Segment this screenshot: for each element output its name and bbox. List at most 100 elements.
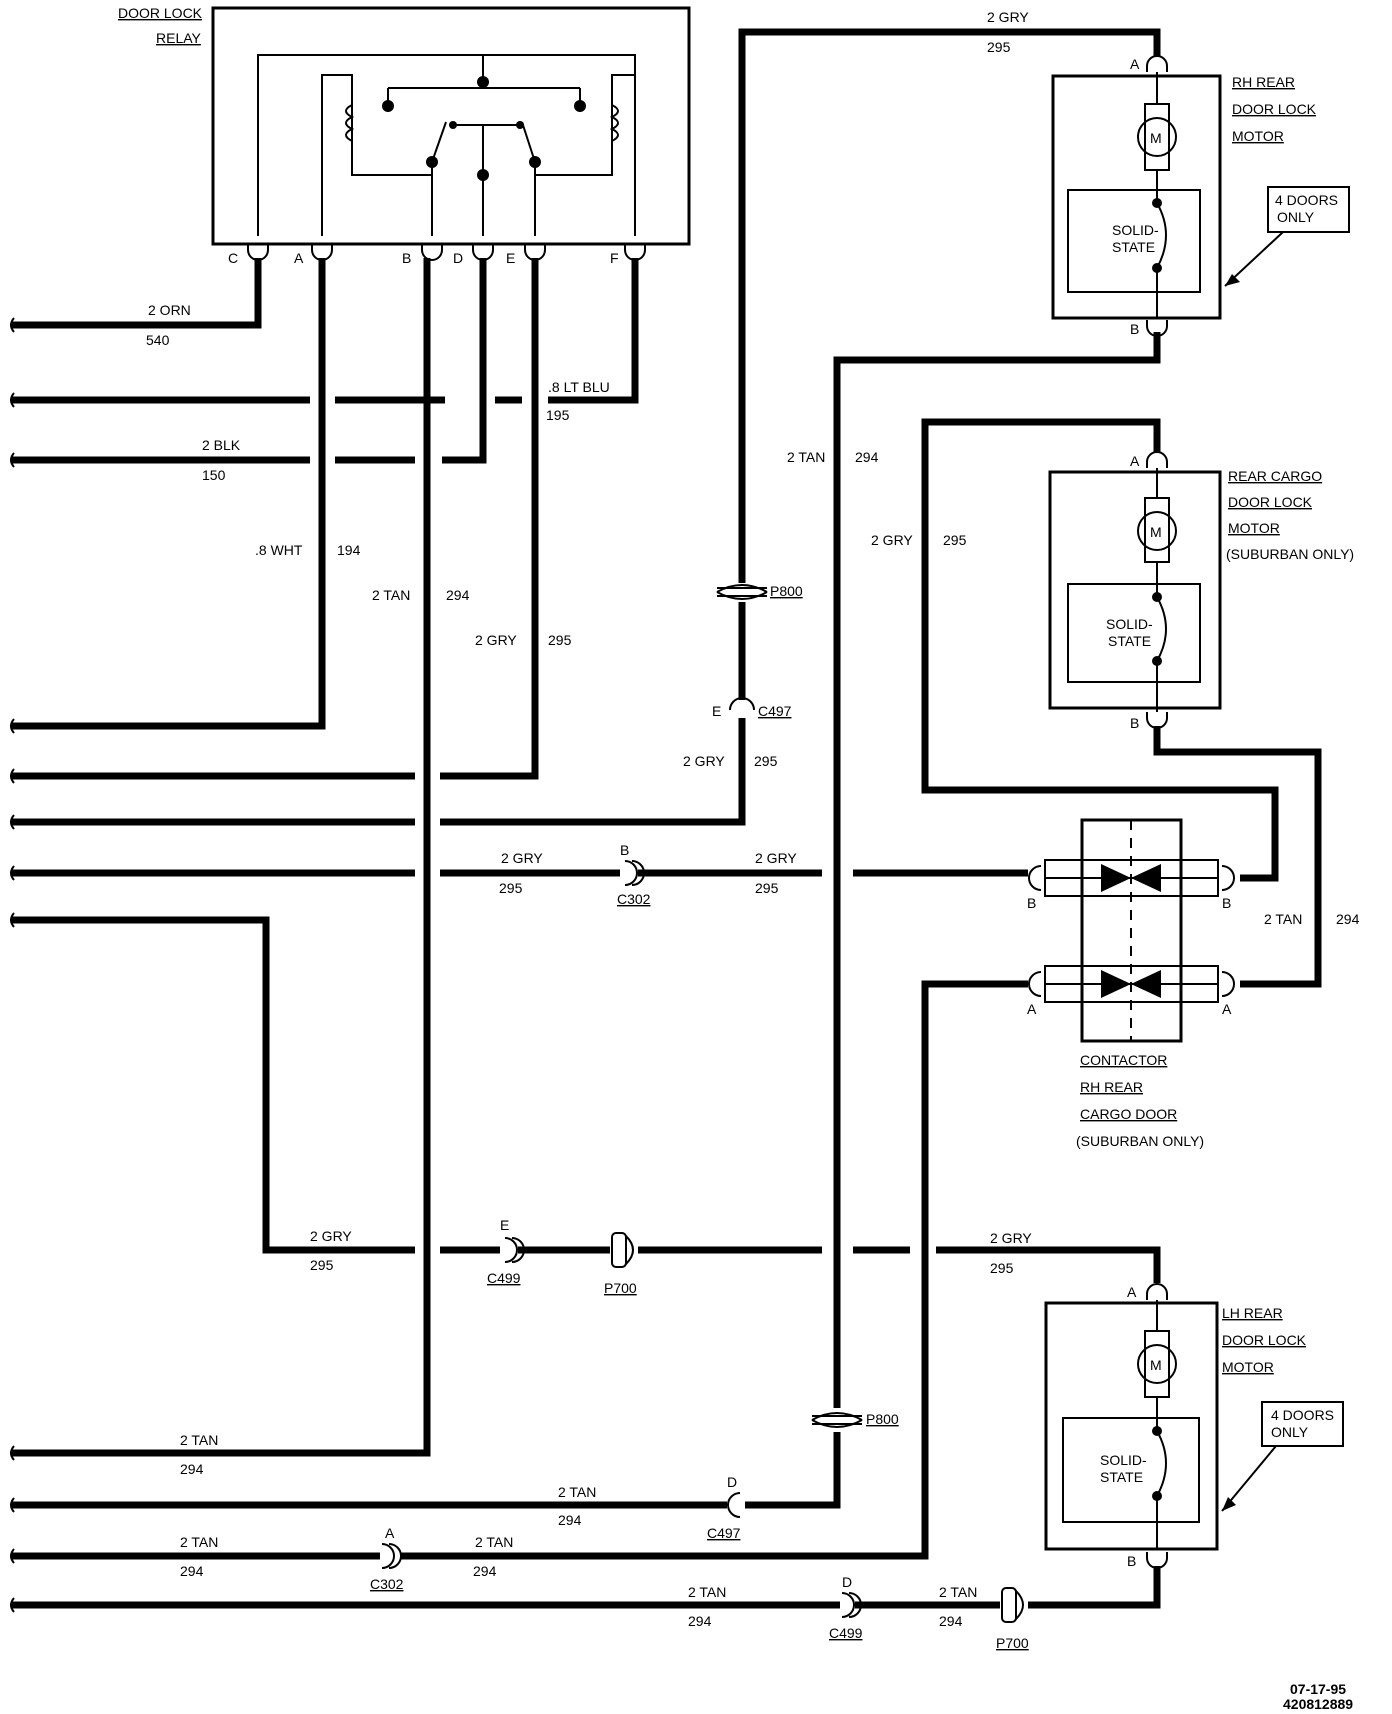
rh-motor-line2: DOOR LOCK	[1232, 101, 1317, 117]
wire-gry-295-cargo	[921, 418, 1279, 882]
contactor-pin-a-left: A	[1027, 1001, 1037, 1017]
c302-top-connector	[624, 860, 638, 886]
wire-tan-b3-right-circuit: 294	[473, 1563, 497, 1579]
wire-tan-294-contactor	[1153, 726, 1322, 988]
rh-pin-b: B	[1130, 321, 1139, 337]
contactor-rh-rear-cargo-door: B B A A CONTACTOR RH REAR CARGO DOOR (SU…	[1027, 818, 1235, 1149]
wire-gry-295-c499	[12, 916, 415, 1254]
wire-gry-295-relay	[440, 258, 539, 780]
cargo-pin-b: B	[1130, 715, 1139, 731]
contactor-line4: (SUBURBAN ONLY)	[1076, 1133, 1204, 1149]
wire-tan-b3-left-label: 2 TAN	[180, 1534, 218, 1550]
contactor-pin-b-right: B	[1222, 895, 1231, 911]
wire-gry-relay-circuit: 295	[548, 632, 572, 648]
c302-top-pin: B	[620, 842, 629, 858]
wire-blk-circuit: 150	[202, 467, 226, 483]
p700-top-label: P700	[604, 1280, 637, 1296]
wire-tan-b4-left-circuit: 294	[688, 1613, 712, 1629]
rh-solid-state-line2: STATE	[1112, 239, 1155, 255]
wire-tan-mid-circuit: 294	[855, 449, 879, 465]
c497-top-pin: E	[712, 703, 721, 719]
cargo-solid-state-line2: STATE	[1108, 633, 1151, 649]
wire-gry-c499-circuit: 295	[310, 1257, 334, 1273]
wire-wht-circuit: 194	[337, 542, 361, 558]
c302-bottom-label: C302	[370, 1576, 404, 1592]
wire-gry-cargo-circuit: 295	[943, 532, 967, 548]
rh-motor-m: M	[1150, 130, 1162, 146]
contactor-line2: RH REAR	[1080, 1079, 1143, 1095]
wire-gry-295-lh	[936, 1246, 1161, 1283]
wire-tan-b3-left-circuit: 294	[180, 1563, 204, 1579]
lh-motor-symbol	[1137, 1344, 1177, 1384]
wire-tan-contactor-label: 2 TAN	[1264, 911, 1302, 927]
rh-motor-return: 2 TAN 294 P800 D C497 2 TAN 294	[12, 332, 1161, 1541]
wire-tan-contactor-circuit: 294	[1336, 911, 1360, 927]
lh-note-line1: 4 DOORS	[1271, 1407, 1334, 1423]
wire-gry-c499-label: 2 GRY	[310, 1228, 352, 1244]
relay-pin-a: A	[294, 250, 304, 266]
contactor-a-feed: A C302 2 TAN 294 2 TAN 294	[12, 980, 1028, 1592]
wire-gry-c302-left-label: 2 GRY	[501, 850, 543, 866]
wire-gry-c302-left-circuit: 295	[499, 880, 523, 896]
relay-title-line2: RELAY	[156, 30, 202, 46]
wire-tan-b1-circuit: 294	[180, 1461, 204, 1477]
wire-tan-b4-right-circuit: 294	[939, 1613, 963, 1629]
wire-tan-mid-label: 2 TAN	[787, 449, 825, 465]
wire-gry-cargo-label: 2 GRY	[871, 532, 913, 548]
wire-gry-top-circuit: 295	[987, 39, 1011, 55]
cargo-motor-line4: (SUBURBAN ONLY)	[1226, 546, 1354, 562]
rh-note-line1: 4 DOORS	[1275, 192, 1338, 208]
wire-tan-relay-label: 2 TAN	[372, 587, 410, 603]
rh-pin-a: A	[1130, 56, 1140, 72]
c497-bottom-connector	[727, 1492, 741, 1518]
lh-4doors-note	[1261, 1401, 1344, 1447]
lh-solid-state-line1: SOLID-	[1100, 1452, 1147, 1468]
wire-tan-b4-right-label: 2 TAN	[939, 1584, 977, 1600]
p700-bottom-connector	[1001, 1587, 1024, 1623]
wire-gry-c497-circuit: 295	[754, 753, 778, 769]
c497-bottom-pin: D	[727, 1474, 737, 1490]
footer-date: 07-17-95	[1290, 1681, 1346, 1697]
rh-solid-state-line1: SOLID-	[1112, 222, 1159, 238]
lh-motor-m: M	[1150, 1357, 1162, 1373]
lh-rear-motor: A M SOLID- STATE B LH REAR DOOR LOCK MOT…	[1044, 1283, 1344, 1569]
relay-pin-f: F	[610, 250, 619, 266]
wire-tan-b3-right-label: 2 TAN	[475, 1534, 513, 1550]
wire-gry-295-top	[738, 28, 1161, 583]
p700-bottom-label: P700	[996, 1635, 1029, 1651]
c302-bottom-connector	[381, 1543, 395, 1569]
relay-right-coil	[535, 74, 636, 236]
lh-solid-state	[1062, 1417, 1200, 1523]
wire-gry-295-c497	[440, 718, 746, 826]
door-lock-relay: DOOR LOCK RELAY	[118, 5, 691, 266]
wire-gry-lh-circuit: 295	[990, 1260, 1014, 1276]
cargo-motor-line1: REAR CARGO	[1228, 468, 1322, 484]
c497-bottom-label: C497	[707, 1525, 741, 1541]
wire-tan-b1-label: 2 TAN	[180, 1432, 218, 1448]
c499-bottom-label: C499	[829, 1625, 863, 1641]
rh-rear-motor: A M SOLID- STATE B RH REAR DOOR LOCK MOT…	[1051, 55, 1350, 337]
cargo-motor-symbol	[1137, 511, 1177, 551]
contactor-line1: CONTACTOR	[1080, 1052, 1167, 1068]
rh-motor-symbol	[1137, 117, 1177, 157]
lh-pin-b: B	[1127, 1553, 1136, 1569]
cargo-motor-line3: MOTOR	[1228, 520, 1280, 536]
wire-tan-294-b3	[400, 980, 1028, 1560]
wire-wht-label: .8 WHT	[255, 542, 303, 558]
c499-gry-row: E C499 P700 2 GRY 295 2 GRY 295	[12, 916, 1161, 1296]
wire-gry-c497-label: 2 GRY	[683, 753, 725, 769]
lh-solid-state-line2: STATE	[1100, 1469, 1143, 1485]
wire-gry-lh-label: 2 GRY	[990, 1230, 1032, 1246]
c499-bottom-connector	[841, 1592, 855, 1618]
left-edge-terminations	[10, 317, 15, 1613]
c499-top-label: C499	[487, 1270, 521, 1286]
c302-gry-row: B C302 2 GRY 295 2 GRY 295	[12, 842, 1028, 907]
wire-tan-relay-circuit: 294	[446, 587, 470, 603]
c499-top-pin: E	[500, 1217, 509, 1233]
p800-bottom-label: P800	[866, 1411, 899, 1427]
cargo-pin-a: A	[1130, 453, 1140, 469]
wire-gry-c302-right-circuit: 295	[755, 880, 779, 896]
c499-bottom-pin: D	[842, 1574, 852, 1590]
wire-tan-b4-left-label: 2 TAN	[688, 1584, 726, 1600]
